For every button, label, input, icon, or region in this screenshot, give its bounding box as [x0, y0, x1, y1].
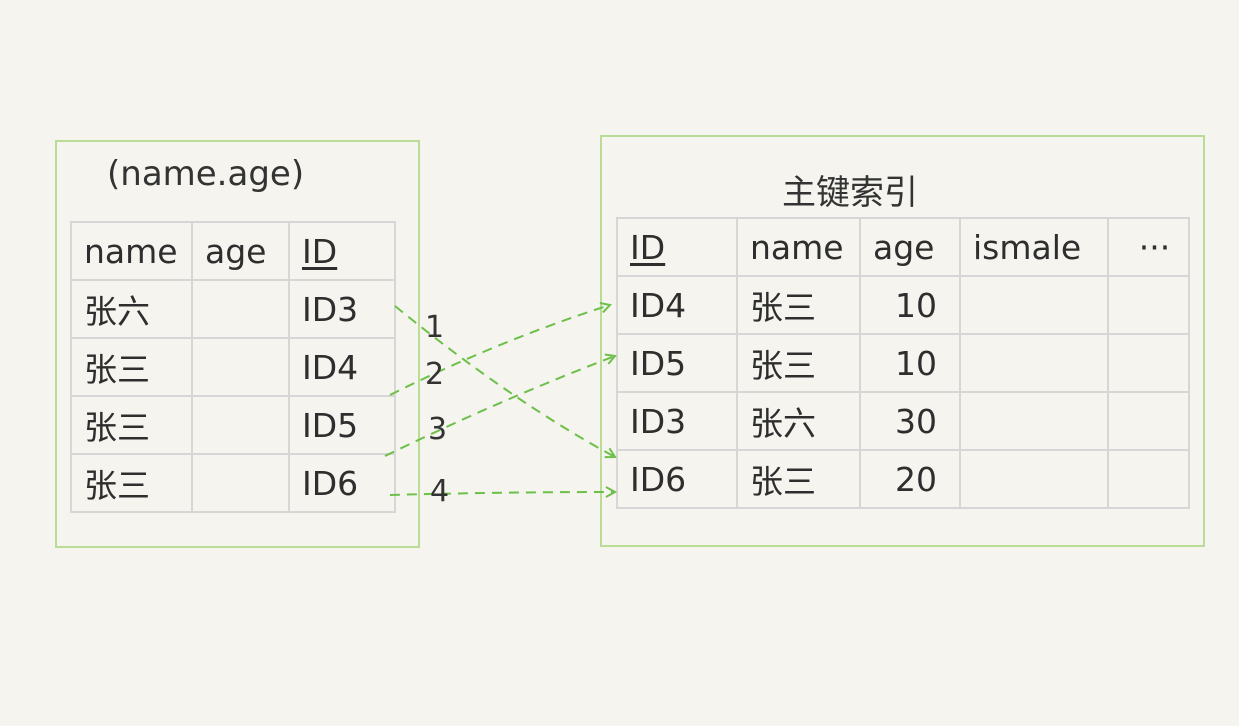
column-header-more: ··· [1107, 217, 1190, 277]
cell-ismale [959, 275, 1109, 335]
column-header-id: ID [288, 221, 396, 281]
table-row: 张三 ID5 [70, 395, 396, 455]
column-header-id: ID [616, 217, 738, 277]
cell-more [1107, 275, 1190, 335]
column-header-name: name [70, 221, 193, 281]
cell-id: ID5 [616, 333, 738, 393]
secondary-index-panel: (name.age) name age ID 张六 ID3 张三 ID4 张三 … [55, 140, 420, 548]
primary-key-index-panel: 主键索引 ID name age ismale ··· ID4 张三 10 ID… [600, 135, 1205, 547]
cell-age: 10 [859, 275, 961, 335]
cell-id: ID5 [288, 395, 396, 455]
secondary-index-table: name age ID 张六 ID3 张三 ID4 张三 ID5 张三 ID6 [70, 221, 396, 513]
arrow-id4 [389, 301, 612, 396]
cell-ismale [959, 449, 1109, 509]
column-header-name: name [736, 217, 861, 277]
cell-id: ID6 [288, 453, 396, 513]
cell-name: 张六 [70, 279, 193, 339]
cell-name: 张三 [70, 337, 193, 397]
primary-key-index-title: 主键索引 [782, 173, 918, 213]
step-number-1: 1 [425, 310, 445, 345]
cell-age [191, 337, 290, 397]
cell-id: ID4 [616, 275, 738, 335]
cell-age [191, 395, 290, 455]
table-header-row: name age ID [70, 221, 396, 281]
cell-name: 张三 [736, 275, 861, 335]
cell-age: 10 [859, 333, 961, 393]
step-number-4: 4 [430, 474, 450, 509]
column-header-age: age [859, 217, 961, 277]
cell-more [1107, 391, 1190, 451]
cell-age [191, 453, 290, 513]
cell-name: 张三 [70, 395, 193, 455]
table-row: ID6 张三 20 [616, 449, 1190, 509]
cell-ismale [959, 333, 1109, 393]
cell-id: ID4 [288, 337, 396, 397]
cell-id: ID6 [616, 449, 738, 509]
cell-age: 20 [859, 449, 961, 509]
step-number-2: 2 [425, 357, 445, 392]
step-number-3: 3 [428, 412, 448, 447]
table-row: 张三 ID4 [70, 337, 396, 397]
table-row: ID3 张六 30 [616, 391, 1190, 451]
secondary-index-title: (name.age) [107, 154, 305, 194]
cell-name: 张六 [736, 391, 861, 451]
primary-key-index-table: ID name age ismale ··· ID4 张三 10 ID5 张三 … [616, 217, 1190, 509]
table-row: 张三 ID6 [70, 453, 396, 513]
cell-ismale [959, 391, 1109, 451]
table-row: ID4 张三 10 [616, 275, 1190, 335]
cell-name: 张三 [736, 333, 861, 393]
cell-more [1107, 449, 1190, 509]
cell-id: ID3 [616, 391, 738, 451]
table-row: ID5 张三 10 [616, 333, 1190, 393]
cell-more [1107, 333, 1190, 393]
cell-id: ID3 [288, 279, 396, 339]
table-header-row: ID name age ismale ··· [616, 217, 1190, 277]
cell-age: 30 [859, 391, 961, 451]
cell-age [191, 279, 290, 339]
arrow-id6 [389, 486, 618, 498]
cell-name: 张三 [70, 453, 193, 513]
column-header-age: age [191, 221, 290, 281]
table-row: 张六 ID3 [70, 279, 396, 339]
column-header-ismale: ismale [959, 217, 1109, 277]
cell-name: 张三 [736, 449, 861, 509]
